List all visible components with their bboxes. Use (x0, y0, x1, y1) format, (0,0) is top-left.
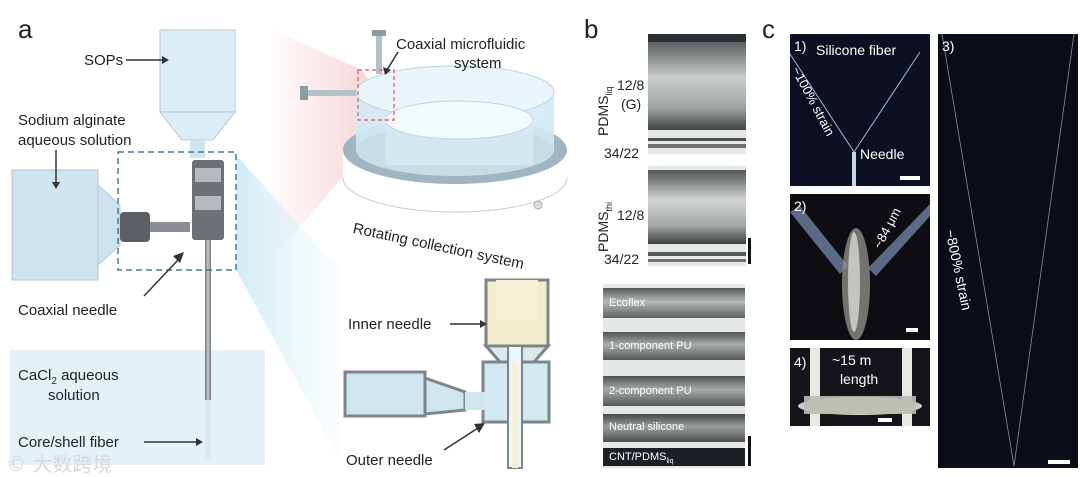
arrow-outer-needle (443, 423, 485, 451)
arrow-core-shell (144, 438, 203, 446)
label-c1: 1) (794, 38, 807, 54)
panel-a-illustration (10, 29, 568, 469)
micrograph-pdms-liq (648, 34, 746, 154)
label-c4: 4) (794, 354, 807, 370)
label-g3: 12/8 (617, 207, 645, 223)
micro-zoom-box (357, 69, 395, 121)
sops-syringe (159, 29, 236, 113)
label-coaxial-needle: Coaxial needle (18, 302, 118, 319)
label-g1b: (G) (621, 96, 642, 112)
scale-bar-c1 (900, 176, 920, 180)
arrow-inner-needle (450, 320, 487, 328)
label-cnt-pdms: CNT/PDMSliq (609, 451, 674, 466)
label-length: length (840, 371, 879, 387)
label-c2: 2) (794, 198, 807, 214)
label-g1: 12/8 (617, 77, 645, 93)
label-pdms-liq: PDMSliq (595, 86, 614, 136)
scale-bar-c2 (906, 328, 918, 332)
label-g2: 34/22 (604, 145, 640, 161)
label-g4: 34/22 (604, 251, 640, 267)
label-alginate-2: aqueous solution (18, 132, 132, 149)
photo-c3 (938, 34, 1078, 468)
panel-b-letter: b (584, 14, 599, 44)
panel-a-letter: a (18, 14, 33, 44)
watermark: © 大数跨境 (6, 452, 113, 476)
label-silicone-fiber: Silicone fiber (816, 42, 897, 58)
scale-bar-b2 (748, 436, 751, 466)
panel-c-letter: c (762, 14, 775, 44)
photo-c1 (790, 34, 930, 186)
arrow-alginate (52, 150, 60, 189)
label-2pu: 2-component PU (609, 385, 692, 397)
arrow-microfluidic (383, 51, 399, 75)
zoom-box (117, 151, 237, 271)
micrograph-pdms-thi (648, 166, 746, 266)
label-1pu: 1-component PU (609, 340, 692, 352)
alginate-syringe (11, 169, 99, 281)
label-core-shell: Core/shell fiber (18, 434, 119, 451)
label-sops: SOPs (84, 52, 124, 69)
scale-bar-c4 (878, 418, 892, 422)
label-cacl2: CaCl2 aqueous (18, 367, 119, 387)
label-microfluidic-2: system (454, 55, 502, 72)
label-cacl2-solution: solution (48, 387, 100, 404)
micrograph-materials: Ecoflex 1-component PU 2-component PU Ne… (603, 284, 745, 468)
label-outer-needle: Outer needle (346, 452, 433, 469)
label-c3: 3) (942, 38, 955, 54)
label-pdms-thi: PDMSthi (595, 202, 614, 252)
label-inner-needle: Inner needle (348, 316, 432, 333)
label-ecoflex: Ecoflex (609, 297, 646, 309)
label-needle: Needle (860, 146, 905, 162)
arrow-sops (126, 56, 169, 64)
arrow-coaxial-needle (143, 252, 184, 297)
scale-bar-b1 (748, 238, 751, 264)
label-microfluidic-1: Coaxial microfluidic (396, 36, 526, 53)
label-alginate-1: Sodium alginate (18, 112, 126, 129)
zoom-cone-bottom (236, 155, 340, 460)
scale-bar-c3 (1048, 460, 1070, 464)
label-neutral-silicone: Neutral silicone (609, 421, 685, 433)
photo-c2 (790, 194, 930, 340)
cacl2-bath (10, 350, 265, 465)
label-15m: ~15 m (832, 352, 872, 368)
photo-c4 (790, 348, 930, 426)
